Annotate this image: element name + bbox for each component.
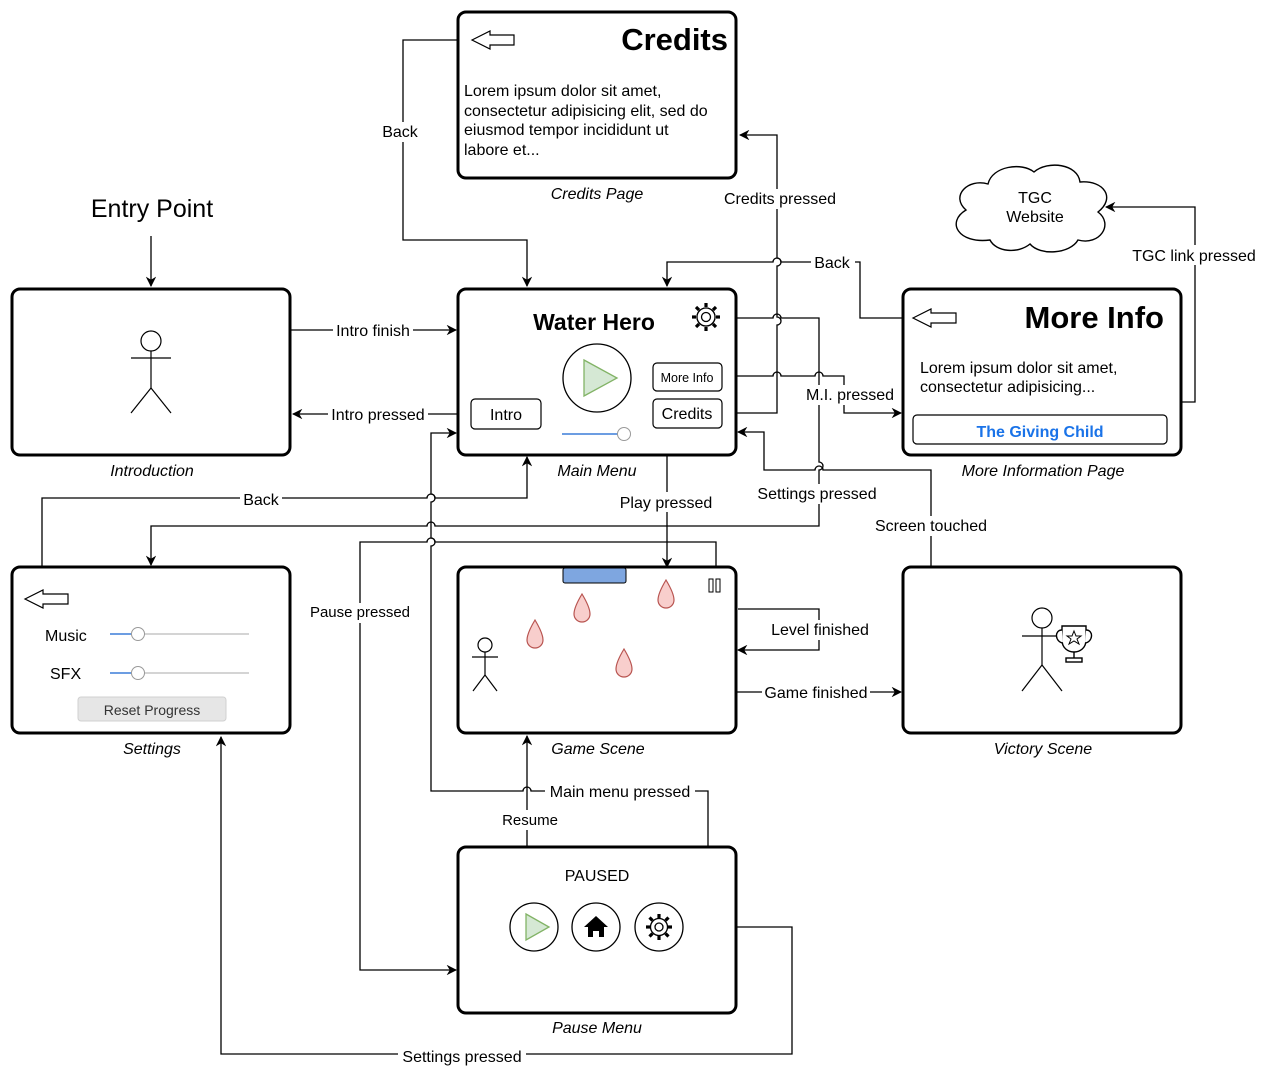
play-icon	[583, 358, 619, 398]
settings-button[interactable]	[634, 902, 684, 952]
edge-label-intro-finish: Intro finish	[336, 323, 410, 340]
pause-icon[interactable]	[708, 578, 721, 593]
victory-scene-caption: Victory Scene	[994, 741, 1093, 758]
stick-figure-icon	[130, 330, 172, 414]
edge-label-intro-pressed: Intro pressed	[331, 407, 424, 424]
entry-point-label: Entry Point	[91, 195, 213, 223]
reset-progress-label: Reset Progress	[104, 702, 200, 718]
edge-label-mi-pressed: M.I. pressed	[806, 387, 894, 404]
play-button[interactable]	[562, 343, 632, 413]
home-button[interactable]	[571, 902, 621, 952]
settings-gear-icon[interactable]	[692, 303, 720, 331]
edge-label-play-pressed: Play pressed	[620, 495, 713, 512]
credits-body-line-4: labore et...	[464, 142, 540, 159]
more-info-screen: More Info Lorem ipsum dolor sit amet, co…	[901, 287, 1183, 480]
credits-body-line-2: consectetur adipisicing elit, sed do	[464, 103, 708, 120]
main-menu-pressed-arrow	[430, 427, 709, 921]
introduction-caption: Introduction	[110, 463, 194, 480]
intro-button-label: Intro	[490, 407, 522, 424]
cloud-line-1: TGC	[1018, 190, 1052, 207]
credits-back-arrow	[402, 39, 533, 288]
player-stick-figure-icon	[472, 637, 498, 692]
credits-screen: Credits Lorem ipsum dolor sit amet, cons…	[456, 10, 738, 203]
edge-label-level-finished: Level finished	[771, 622, 869, 639]
edge-label-settings-pressed-main: Settings pressed	[757, 486, 876, 503]
edge-label-settings-pressed-pause: Settings pressed	[402, 1049, 521, 1066]
back-arrow-icon[interactable]	[911, 308, 957, 328]
settings-screen: Music SFX Reset Progress Settings	[10, 565, 292, 758]
resume-button[interactable]	[509, 902, 559, 952]
introduction-screen: Introduction	[10, 287, 292, 480]
more-info-body-line-1: Lorem ipsum dolor sit amet,	[920, 360, 1117, 377]
settings-caption: Settings	[123, 741, 181, 758]
reset-progress-button[interactable]	[77, 696, 227, 722]
edge-label-back-more-info: Back	[814, 255, 851, 272]
trophy-icon	[1055, 625, 1093, 663]
cloud-line-2: Website	[1006, 209, 1064, 226]
bucket-platform	[562, 567, 627, 584]
more-info-title: More Info	[1025, 300, 1165, 335]
more-info-button[interactable]	[652, 362, 723, 392]
more-info-caption: More Information Page	[962, 463, 1125, 480]
edge-label-credits-pressed: Credits pressed	[724, 191, 836, 208]
edge-label-pause-pressed: Pause pressed	[310, 604, 410, 621]
edge-label-back-credits: Back	[382, 124, 419, 141]
giving-child-link[interactable]	[912, 414, 1168, 445]
edge-label-tgc-link: TGC link pressed	[1132, 248, 1256, 265]
giving-child-link-label: The Giving Child	[976, 424, 1103, 441]
water-drop-icon	[615, 647, 633, 678]
credits-body-line-3: eiusmod tempor incididunt ut	[464, 122, 669, 139]
credits-caption: Credits Page	[551, 186, 644, 203]
sfx-label: SFX	[50, 666, 81, 683]
victory-scene-screen: Victory Scene	[901, 565, 1183, 758]
music-slider[interactable]	[110, 627, 249, 641]
edge-label-game-finished: Game finished	[764, 685, 867, 702]
more-info-button-label: More Info	[661, 371, 714, 385]
intro-button[interactable]	[470, 398, 542, 430]
credits-title: Credits	[621, 22, 728, 57]
edge-label-back-settings: Back	[243, 492, 280, 509]
pause-menu-screen: PAUSED Pause Menu	[456, 845, 738, 1037]
back-arrow-icon[interactable]	[23, 589, 69, 609]
back-arrow-icon[interactable]	[470, 30, 515, 50]
volume-slider[interactable]	[562, 427, 631, 441]
screen-touched-arrow	[736, 426, 932, 566]
tgc-website-cloud[interactable]: TGC Website	[955, 164, 1108, 253]
stick-figure-icon	[1021, 607, 1063, 692]
credits-button-label: Credits	[662, 406, 713, 423]
water-drop-icon	[573, 592, 591, 623]
home-icon	[584, 916, 608, 937]
main-menu-caption: Main Menu	[557, 463, 636, 480]
edge-labels: Back Credits pressed Back TGC link press…	[240, 122, 1260, 1066]
main-menu-screen: Water Hero More Info Credits Intro	[456, 287, 738, 480]
sfx-slider[interactable]	[110, 666, 249, 680]
paused-title: PAUSED	[565, 868, 630, 885]
credits-button[interactable]	[652, 398, 723, 429]
gear-icon	[646, 914, 672, 940]
pause-settings-arrow	[215, 735, 793, 1055]
more-info-body-line-2: consectetur adipisicing...	[920, 379, 1095, 396]
water-drop-icon	[657, 578, 675, 609]
pause-menu-caption: Pause Menu	[552, 1020, 642, 1037]
edge-label-resume: Resume	[502, 812, 558, 829]
edge-label-main-menu-pressed: Main menu pressed	[550, 784, 691, 801]
water-drop-icon	[526, 618, 544, 649]
credits-body-line-1: Lorem ipsum dolor sit amet,	[464, 83, 661, 100]
mi-pressed-arrow	[723, 371, 903, 419]
music-label: Music	[45, 628, 87, 645]
game-scene-caption: Game Scene	[551, 741, 644, 758]
edge-label-screen-touched: Screen touched	[875, 518, 987, 535]
main-menu-title: Water Hero	[533, 309, 655, 335]
settings-pressed-arrow	[145, 313, 824, 567]
game-scene-screen: Game Scene	[456, 565, 738, 758]
play-icon	[525, 912, 551, 942]
